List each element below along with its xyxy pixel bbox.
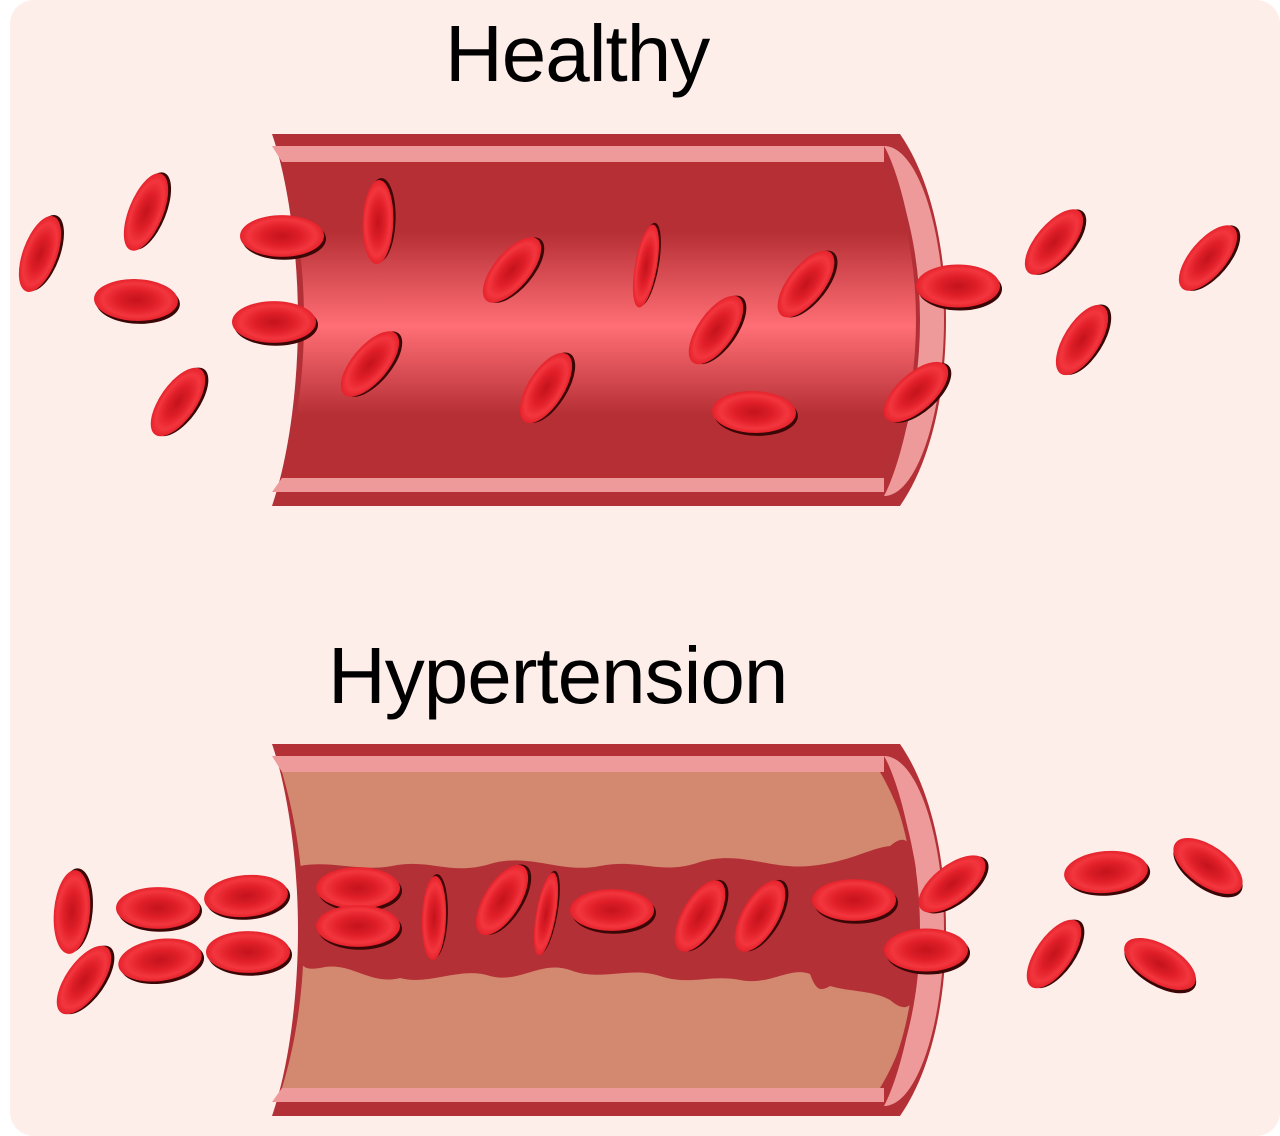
red-blood-cell-icon xyxy=(1114,927,1206,1004)
red-blood-cell-icon xyxy=(116,887,202,932)
red-blood-cell-icon xyxy=(10,208,73,299)
red-blood-cell-icon xyxy=(1014,198,1097,286)
hypertension-title: Hypertension xyxy=(328,631,788,720)
red-blood-cell-icon xyxy=(114,165,181,258)
red-blood-cell-icon xyxy=(202,871,292,924)
red-blood-cell-icon xyxy=(140,357,219,447)
red-blood-cell-icon xyxy=(1162,826,1254,909)
red-blood-cell-icon xyxy=(1016,909,1095,999)
red-blood-cell-icon xyxy=(50,866,97,956)
red-blood-cell-icon xyxy=(115,933,207,990)
red-blood-cell-icon xyxy=(1045,294,1122,385)
red-blood-cell-icon xyxy=(46,935,125,1025)
red-blood-cell-icon xyxy=(93,277,181,326)
red-blood-cell-icon xyxy=(206,931,292,976)
red-blood-cell-icon xyxy=(1062,847,1152,900)
red-blood-cell-icon xyxy=(1168,214,1251,302)
healthy-title: Healthy xyxy=(445,9,710,98)
